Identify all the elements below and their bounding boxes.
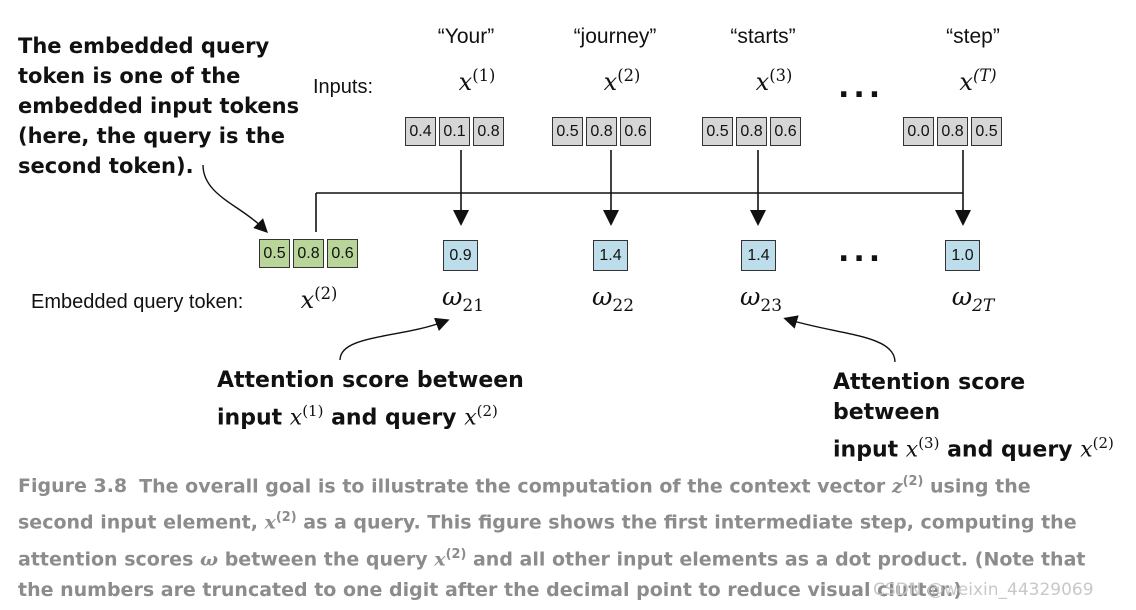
input-vector: 0.4 0.1 0.8 — [405, 117, 504, 146]
vector-cell: 0.8 — [293, 239, 324, 268]
callout-query-description: The embedded query token is one of the e… — [18, 31, 299, 181]
vector-cell: 0.8 — [937, 117, 968, 146]
token-label: “step” — [946, 25, 1000, 48]
callout-line: input x(3) and query x(2) — [833, 434, 1114, 463]
vector-cell: 0.8 — [736, 117, 767, 146]
callout-right-arrow — [783, 315, 896, 363]
caption-line: the numbers are truncated to one digit a… — [18, 578, 963, 601]
callout-left-arrow — [339, 317, 450, 361]
vector-cell: 0.1 — [439, 117, 470, 146]
score-box: 1.4 — [741, 240, 776, 271]
token-variable: x(2) — [603, 66, 641, 96]
vector-cell: 0.6 — [327, 239, 358, 268]
callout-line: input x(1) and query x(2) — [217, 402, 498, 431]
score-symbol: ω23 — [739, 282, 783, 316]
callout-line: second token). — [18, 154, 194, 178]
vector-cell: 0.8 — [473, 117, 504, 146]
score-symbol: ω21 — [441, 282, 485, 316]
vector-cell: 0.6 — [770, 117, 801, 146]
score-symbol: ω22 — [591, 282, 635, 316]
token-label: “starts” — [730, 25, 796, 48]
input-vector: 0.5 0.8 0.6 — [552, 117, 651, 146]
query-label: Embedded query token: — [31, 291, 244, 313]
callout-score-3: Attention score between input x(3) and q… — [833, 368, 1136, 465]
token-label: “Your” — [437, 25, 495, 48]
vector-cell: 0.8 — [586, 117, 617, 146]
callout-line: token is one of the — [18, 64, 241, 88]
token-variable: x(1) — [458, 66, 496, 96]
vector-cell: 0.5 — [259, 239, 290, 268]
score-box: 1.4 — [593, 240, 628, 271]
input-vector: 0.0 0.8 0.5 — [903, 117, 1002, 146]
ellipsis-scores: ... — [838, 234, 885, 269]
caption-line: second input element, x(2) as a query. T… — [18, 510, 1077, 534]
token-variable: x(3) — [755, 66, 793, 96]
vector-cell: 0.0 — [903, 117, 934, 146]
token-label: “journey” — [573, 25, 657, 48]
callout-score-1: Attention score between input x(1) and q… — [217, 366, 524, 433]
callout-line: The embedded query — [18, 34, 270, 58]
caption-line: attention scores ω between the query x(2… — [18, 546, 1086, 570]
vector-cell: 0.5 — [702, 117, 733, 146]
token-variable: x(T) — [959, 66, 997, 96]
watermark: CSDN @weixin_44329069 — [873, 580, 1094, 600]
callout-line: Attention score between — [833, 370, 1026, 425]
ellipsis-inputs: ... — [838, 70, 885, 105]
input-vector: 0.5 0.8 0.6 — [702, 117, 801, 146]
vector-cell: 0.6 — [620, 117, 651, 146]
vector-cell: 0.4 — [405, 117, 436, 146]
vector-cell: 0.5 — [971, 117, 1002, 146]
figure-number: Figure 3.8 — [18, 475, 128, 498]
vector-cell: 0.5 — [552, 117, 583, 146]
score-box: 1.0 — [945, 240, 980, 271]
callout-line: (here, the query is the — [18, 124, 286, 148]
callout-line: Attention score between — [217, 368, 524, 393]
query-vector: 0.5 0.8 0.6 — [259, 239, 358, 268]
score-box: 0.9 — [443, 240, 478, 271]
query-variable: x(2) — [300, 284, 338, 314]
inputs-label: Inputs: — [313, 76, 374, 98]
callout-line: embedded input tokens — [18, 94, 300, 118]
callout-top-arrow — [202, 164, 268, 233]
score-symbol: ω2T — [951, 282, 995, 316]
